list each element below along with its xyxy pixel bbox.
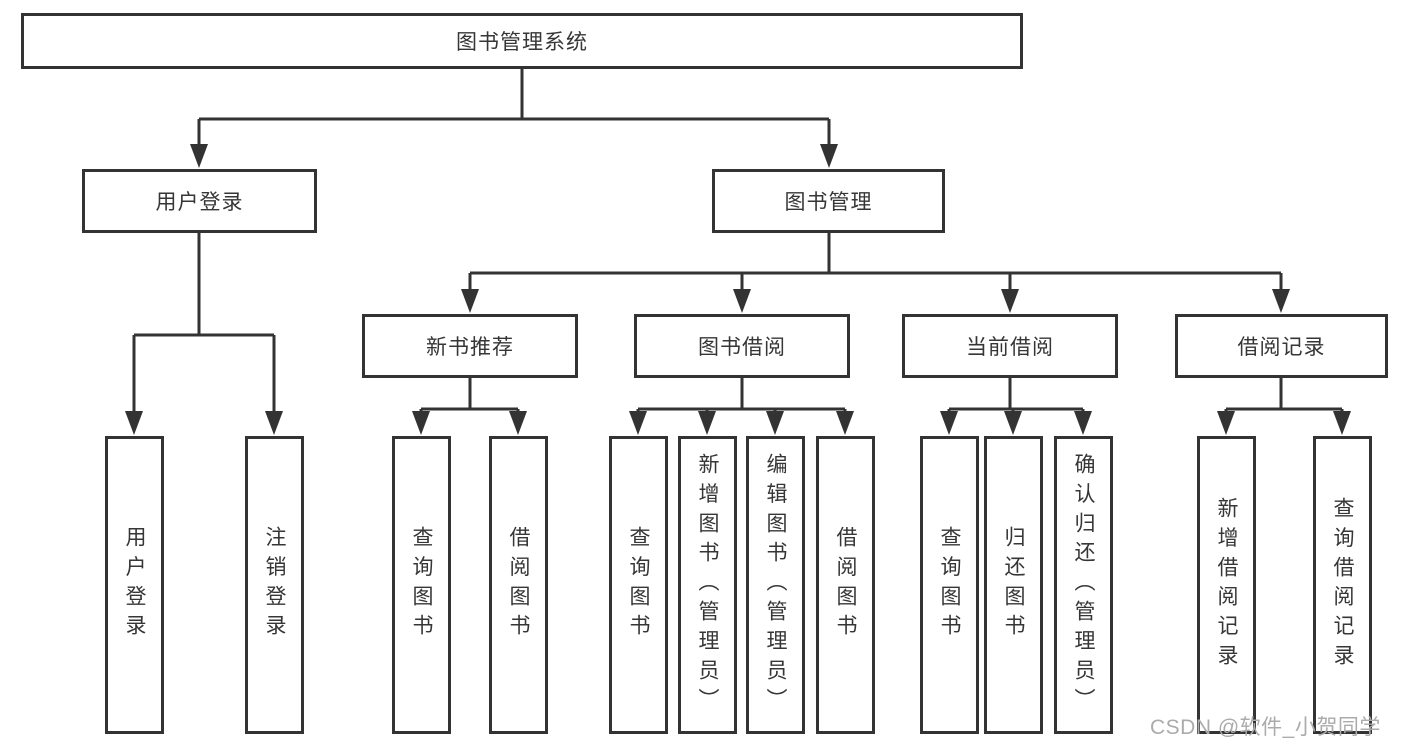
leaf-user-login: 用户登录 bbox=[105, 436, 164, 734]
arrow-down-icon bbox=[1333, 411, 1351, 435]
arrow-down-icon bbox=[629, 411, 647, 435]
leaf-query-books-current: 查询图书 bbox=[920, 436, 979, 734]
arrow-down-icon bbox=[820, 144, 838, 168]
arrow-down-icon bbox=[1004, 411, 1022, 435]
arrow-down-icon bbox=[509, 411, 527, 435]
node-book-borrowing: 图书借阅 bbox=[634, 314, 850, 378]
node-current-borrowing: 当前借阅 bbox=[902, 314, 1118, 378]
arrow-down-icon bbox=[1074, 411, 1092, 435]
arrow-down-icon bbox=[1001, 289, 1019, 313]
arrow-down-icon bbox=[412, 411, 430, 435]
leaf-edit-books-admin: 编辑图书（管理员） bbox=[746, 436, 805, 734]
leaf-borrow-books: 借阅图书 bbox=[816, 436, 875, 734]
csdn-watermark: CSDN @软件_小贺同学 bbox=[1150, 716, 1381, 739]
arrow-down-icon bbox=[190, 144, 208, 168]
leaf-logout: 注销登录 bbox=[245, 436, 304, 734]
arrow-down-icon bbox=[125, 411, 143, 435]
node-new-book-recommendation: 新书推荐 bbox=[362, 314, 578, 378]
leaf-query-borrow-record: 查询借阅记录 bbox=[1313, 436, 1372, 734]
leaf-borrow-books-recommend: 借阅图书 bbox=[489, 436, 548, 734]
node-book-management: 图书管理 bbox=[712, 169, 945, 233]
arrow-down-icon bbox=[698, 411, 716, 435]
leaf-add-borrow-record: 新增借阅记录 bbox=[1197, 436, 1256, 734]
arrow-down-icon bbox=[1272, 289, 1290, 313]
arrow-down-icon bbox=[836, 411, 854, 435]
arrow-down-icon bbox=[940, 411, 958, 435]
leaf-return-books: 归还图书 bbox=[984, 436, 1043, 734]
arrow-down-icon bbox=[1217, 411, 1235, 435]
arrow-down-icon bbox=[265, 411, 283, 435]
node-borrowing-records: 借阅记录 bbox=[1175, 314, 1388, 378]
arrow-down-icon bbox=[766, 411, 784, 435]
leaf-query-books-borrow: 查询图书 bbox=[609, 436, 668, 734]
node-user-login: 用户登录 bbox=[82, 169, 317, 233]
arrow-down-icon bbox=[733, 289, 751, 313]
arrow-down-icon bbox=[461, 289, 479, 313]
leaf-confirm-return-admin: 确认归还（管理员） bbox=[1054, 436, 1113, 734]
leaf-add-books-admin: 新增图书（管理员） bbox=[678, 436, 737, 734]
leaf-query-books-recommend: 查询图书 bbox=[392, 436, 451, 734]
node-library-management-system: 图书管理系统 bbox=[21, 13, 1023, 69]
